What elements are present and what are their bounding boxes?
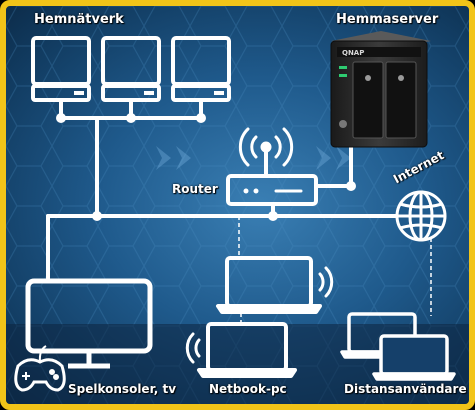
label-consoles: Spelkonsoler, tv [68,382,177,396]
wifi-waves-icon [318,266,334,298]
laptop-icon [216,256,322,314]
gamepad-icon [14,345,66,392]
label-netbook: Netbook-pc [209,382,287,396]
wifi-waves-icon [185,332,201,364]
label-home-server: Hemmaserver [336,12,439,27]
diagram-canvas: QNAP [6,6,469,404]
desktop-computer-icon [171,36,231,102]
decorative-chevrons [156,146,351,170]
desktop-computer-icon [101,36,161,102]
laptop-icon [197,322,297,378]
router-icon [226,127,318,206]
tv-icon [25,278,153,369]
label-home-network: Hemnätverk [34,12,124,27]
nas-server-icon: QNAP [330,31,431,148]
label-router: Router [172,182,218,196]
desktop-computer-icon [31,36,91,102]
laptop-icon [372,334,456,381]
server-brand: QNAP [342,49,364,57]
label-remote-users: Distansanvändare [344,382,467,396]
globe-icon [395,190,447,242]
junction-dots [56,113,356,221]
